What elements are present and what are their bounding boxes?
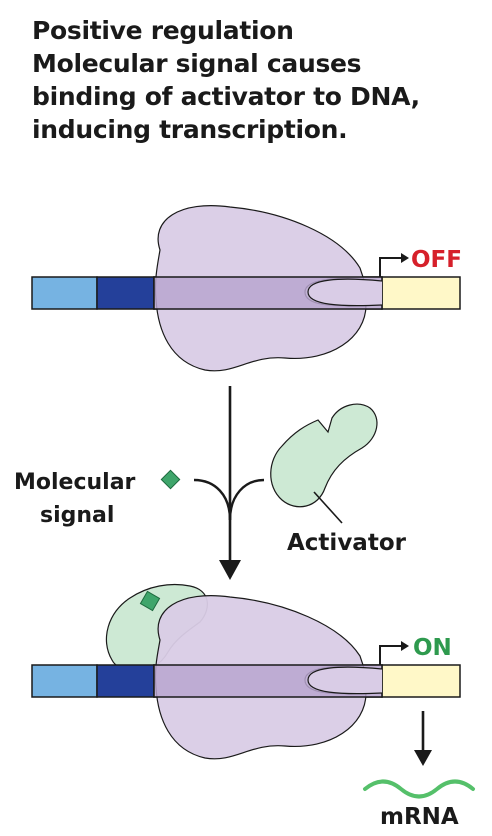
promoter-dark-segment-on	[96, 664, 155, 698]
transition: Molecular signal Activator	[14, 386, 407, 580]
molecular-signal-label-line1: Molecular	[14, 470, 136, 495]
caption-line-4: inducing transcription.	[32, 115, 348, 144]
caption: Positive regulation Molecular signal cau…	[32, 14, 487, 146]
caption-title: Positive regulation	[32, 16, 294, 45]
merge-curve-right	[228, 478, 265, 521]
mrna-arrowhead	[414, 750, 432, 766]
on-state: ON mRNA	[31, 583, 475, 830]
promoter-light-segment	[31, 276, 98, 310]
activator-pointer-line	[313, 491, 343, 524]
off-label: OFF	[411, 247, 462, 273]
transcription-arrowhead-on	[401, 641, 409, 651]
caption-line-2: Molecular signal causes	[32, 49, 362, 78]
transcription-arrowhead	[401, 253, 409, 263]
molecular-signal-icon	[160, 469, 181, 490]
activator-label: Activator	[287, 530, 407, 556]
merge-curve-left	[193, 478, 232, 521]
gene-segment-on	[381, 664, 461, 698]
transcription-start-arrow-on	[379, 645, 403, 665]
promoter-dark-segment	[96, 276, 155, 310]
polymerase-cleft	[307, 278, 383, 307]
polymerase-cleft-on	[307, 666, 383, 695]
bound-signal-icon	[139, 590, 161, 612]
off-state: OFF	[31, 205, 462, 372]
gene-segment	[381, 276, 461, 310]
transcription-start-arrow	[379, 257, 403, 277]
caption-line-3: binding of activator to DNA,	[32, 82, 420, 111]
mrna-strand	[363, 779, 475, 799]
on-label: ON	[413, 635, 452, 661]
promoter-light-segment-on	[31, 664, 98, 698]
mrna-label: mRNA	[380, 804, 459, 830]
molecular-signal-label-line2: signal	[40, 503, 114, 528]
free-activator	[270, 403, 378, 508]
main-arrowhead	[219, 560, 241, 580]
